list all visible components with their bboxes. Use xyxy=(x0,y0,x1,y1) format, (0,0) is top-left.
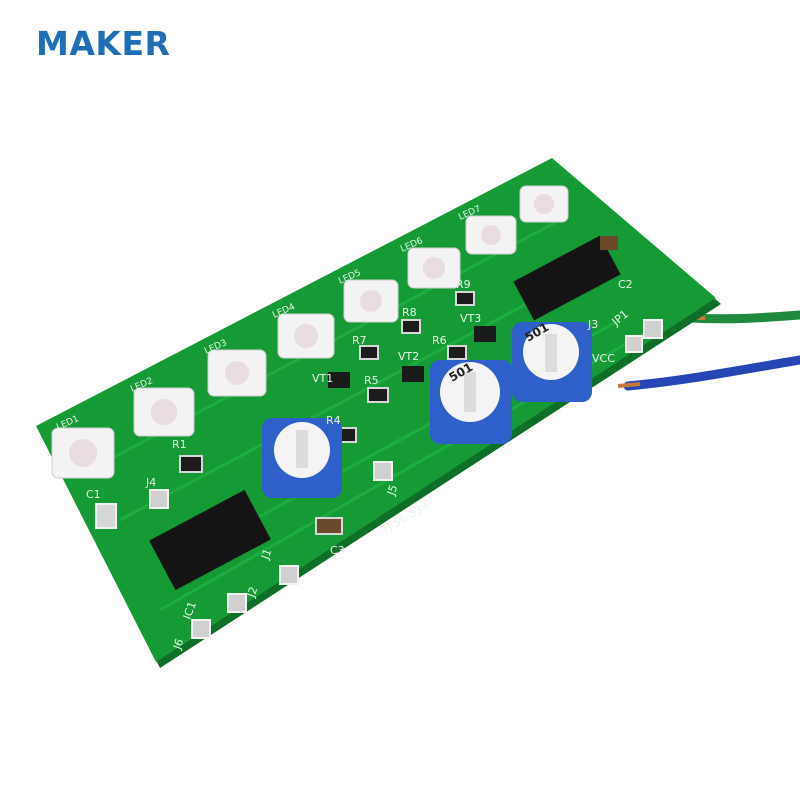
capacitor-c1 xyxy=(95,503,117,529)
pot-1 xyxy=(262,418,342,498)
pad-jp1b xyxy=(625,335,643,353)
pad-j4 xyxy=(149,489,169,509)
silk-r1: R1 xyxy=(172,438,187,451)
silk-j6: J6 xyxy=(170,637,186,652)
ic-left xyxy=(149,489,271,591)
capacitor-c3 xyxy=(315,517,343,535)
pot-2: 501 xyxy=(430,360,512,444)
led-4 xyxy=(277,313,335,359)
silk-r8: R8 xyxy=(402,306,417,319)
silk-j1: J1 xyxy=(258,547,274,562)
pad-j6 xyxy=(191,619,211,639)
silk-r7: R7 xyxy=(352,334,367,347)
silk-c3: C3 xyxy=(330,544,345,557)
silk-c2: C2 xyxy=(618,278,633,291)
led-6 xyxy=(407,247,461,289)
silk-r6: R6 xyxy=(432,334,447,347)
led-7 xyxy=(465,215,517,255)
resistor-r9 xyxy=(455,291,475,306)
green-wire xyxy=(685,310,800,324)
resistor-r1 xyxy=(179,455,203,473)
capacitor-c2 xyxy=(600,236,618,250)
led-5 xyxy=(343,279,399,323)
resistor-r8 xyxy=(401,319,421,334)
transistor-vt2 xyxy=(402,366,424,382)
transistor-vt1 xyxy=(328,372,350,388)
silk-r4: R4 xyxy=(326,414,341,427)
silk-c1: C1 xyxy=(86,488,101,501)
pot-3: 501 xyxy=(512,320,592,402)
transistor-vt3 xyxy=(474,326,496,342)
brand-logo: MAKER xyxy=(36,24,171,63)
pad-j2 xyxy=(227,593,247,613)
silk-j3: J3 xyxy=(587,318,598,331)
silk-vt1: VT1 xyxy=(312,372,333,385)
silk-j2: J2 xyxy=(244,585,260,600)
led-1 xyxy=(51,427,115,479)
led-2 xyxy=(133,387,195,437)
pad-j1 xyxy=(279,565,299,585)
led-8 xyxy=(519,185,569,223)
silk-j5: J5 xyxy=(384,483,400,498)
led-3 xyxy=(207,349,267,397)
silk-vt3: VT3 xyxy=(460,312,481,325)
silk-ic1: IC1 xyxy=(181,600,199,621)
resistor-r6 xyxy=(447,345,467,360)
pad-j5 xyxy=(373,461,393,481)
resistor-r5 xyxy=(367,387,389,403)
silk-j4: J4 xyxy=(145,476,156,489)
silk-r5: R5 xyxy=(364,374,379,387)
blue-wire xyxy=(623,355,800,391)
ic-right xyxy=(513,235,621,321)
silk-r9: R9 xyxy=(456,278,471,291)
silk-vt2: VT2 xyxy=(398,350,419,363)
pad-jp1 xyxy=(643,319,663,339)
resistor-r7 xyxy=(359,345,379,360)
silk-vcc: VCC xyxy=(592,352,615,365)
led-row xyxy=(51,185,569,479)
